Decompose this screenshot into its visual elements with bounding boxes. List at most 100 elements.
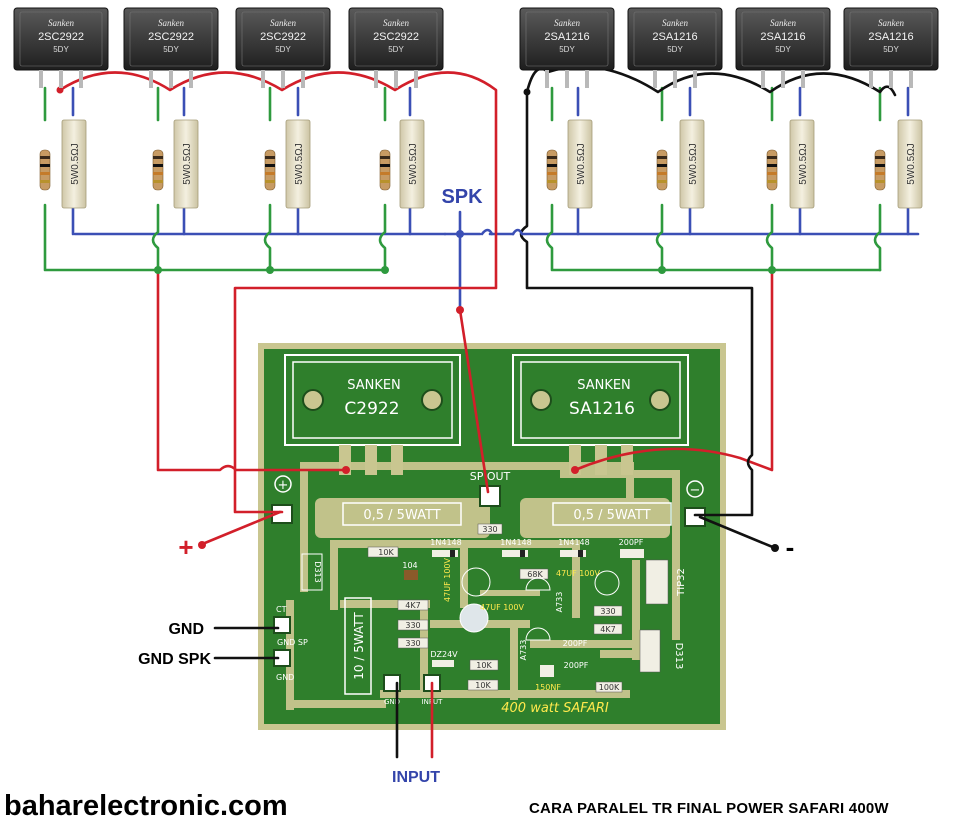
power-resistor-6: 5W0.5ΩJ — [679, 119, 705, 209]
pnp-transistor-brand: Sanken — [662, 18, 688, 28]
power-resistor-5: 5W0.5ΩJ — [567, 119, 593, 209]
npn-transistor-part: 2SC2922 — [38, 31, 84, 43]
pnp-transistor-code: 5DY — [667, 45, 683, 54]
power-resistor-4: 5W0.5ΩJ — [399, 119, 425, 209]
power-resistor-2: 5W0.5ΩJ — [173, 119, 199, 209]
minus-pad — [684, 507, 706, 527]
npn-transistor-brand: Sanken — [383, 18, 409, 28]
pcb-diode-b-label: 1N4148 — [500, 538, 531, 547]
pcb-gnd-pad-label: GND — [276, 673, 294, 682]
pcb-r10k-a: 10K — [378, 548, 394, 557]
base-resistor-4 — [379, 149, 391, 191]
pnp-transistor-code: 5DY — [775, 45, 791, 54]
spk-label: SPK — [441, 186, 483, 208]
npn-transistor-brand: Sanken — [270, 18, 296, 28]
pcb-r4k7-b: 4K7 — [600, 625, 615, 634]
pcb-gnd-sp-label: GND SP — [277, 638, 308, 647]
pcb-tip32: TIP32 — [676, 568, 687, 597]
pcb-right-transistor-part: SA1216 — [569, 399, 635, 419]
pcb-vertical-resistor-label: 10 / 5WATT — [352, 612, 366, 680]
power-resistor-label: 5W0.5ΩJ — [408, 143, 419, 184]
plus-supply-wire — [198, 510, 282, 547]
power-resistor-label: 5W0.5ΩJ — [182, 143, 193, 184]
wires — [43, 65, 920, 759]
pcb-dz24v: DZ24V — [430, 650, 458, 659]
pcb-cap-200pf-mid: 200PF — [563, 639, 588, 648]
npn-transistor-part: 2SC2922 — [260, 31, 306, 43]
pnp-transistor-part: 2SA1216 — [544, 31, 589, 43]
diagram-caption: CARA PARALEL TR FINAL POWER SAFARI 400W — [529, 800, 889, 817]
pnp-transistor-brand: Sanken — [554, 18, 580, 28]
pnp-drive-wire — [573, 268, 774, 472]
pcb-gnd-in-label: GND — [384, 698, 400, 706]
pcb-a733-b: A733 — [519, 640, 528, 661]
pcb-c104-label: 104 — [402, 561, 417, 570]
pcb-r10k-b: 10K — [476, 661, 492, 670]
pcb-r330-c: 330 — [600, 607, 615, 616]
base-resistor-3 — [264, 149, 276, 191]
junction-dots — [56, 86, 779, 552]
pnp-transistor-part: 2SA1216 — [652, 31, 697, 43]
pcb-transistor-left: SANKEN C2922 — [284, 354, 461, 475]
pcb-cap-47uf-c: 47UF 100V — [556, 569, 600, 578]
pnp-collector-wire — [525, 65, 897, 97]
base-resistor-8 — [874, 149, 886, 191]
pnp-transistor-1: Sanken 2SA1216 5DY — [519, 7, 615, 88]
plus-label: + — [178, 532, 193, 562]
pcb-r4k7-a: 4K7 — [405, 601, 420, 610]
power-resistor-label: 5W0.5ΩJ — [294, 143, 305, 184]
power-resistor-label: 5W0.5ΩJ — [70, 143, 81, 184]
npn-transistor-part: 2SC2922 — [148, 31, 194, 43]
base-resistor-7 — [766, 149, 778, 191]
gnd-spk-label: GND SPK — [138, 651, 211, 668]
pcb-minus-symbol: − — [690, 483, 701, 498]
pcb-diode-a-label: 1N4148 — [430, 538, 461, 547]
base-resistor-1 — [39, 149, 51, 191]
npn-drive-wire — [156, 268, 348, 472]
pnp-transistor-code: 5DY — [559, 45, 575, 54]
pcb-r330-top: 330 — [482, 525, 497, 534]
pcb-sp-out-label: SP OUT — [470, 470, 511, 483]
gnd-label: GND — [168, 621, 204, 638]
pcb-r100k: 100K — [599, 683, 620, 692]
npn-transistor-code: 5DY — [388, 45, 404, 54]
pcb-cap-200pf-top-label: 200PF — [619, 538, 644, 547]
site-name: baharelectronic.com — [4, 790, 288, 822]
pcb-d313-right: D313 — [673, 643, 684, 670]
power-resistor-1: 5W0.5ΩJ — [61, 119, 87, 209]
minus-supply-wire — [519, 90, 754, 517]
ct-pad — [273, 616, 291, 634]
base-resistor-5 — [546, 149, 558, 191]
pcb-d313-left: D313 — [313, 561, 322, 582]
pcb-left-transistor-brand: SANKEN — [347, 378, 401, 393]
pcb-r330-a: 330 — [405, 621, 420, 630]
spk-out-wire — [458, 308, 490, 494]
pcb-plus-symbol: + — [278, 478, 289, 493]
output-transistors: Sanken2SC29225DYSanken2SC29225DYSanken2S… — [13, 7, 939, 88]
power-resistor-8: 5W0.5ΩJ — [897, 119, 923, 209]
pcb-right-resistor — [552, 502, 672, 526]
pcb-title: 400 watt SAFARI — [501, 701, 609, 716]
npn-transistor-code: 5DY — [53, 45, 69, 54]
power-resistor-label: 5W0.5ΩJ — [906, 143, 917, 184]
pnp-transistor-part: 2SA1216 — [868, 31, 913, 43]
pcb-r68k: 68K — [527, 570, 543, 579]
power-resistor-label: 5W0.5ΩJ — [576, 143, 587, 184]
pcb-left-transistor-part: C2922 — [344, 399, 399, 419]
minus-lead — [698, 515, 777, 550]
pnp-transistor-brand: Sanken — [878, 18, 904, 28]
pcb-ct-label: CT — [276, 605, 287, 614]
npn-transistor-brand: Sanken — [158, 18, 184, 28]
pcb-a733-a: A733 — [555, 592, 564, 613]
minus-label: - — [786, 532, 795, 562]
power-resistor-label: 5W0.5ΩJ — [688, 143, 699, 184]
base-resistor-2 — [152, 149, 164, 191]
power-resistor-label: 5W0.5ΩJ — [798, 143, 809, 184]
